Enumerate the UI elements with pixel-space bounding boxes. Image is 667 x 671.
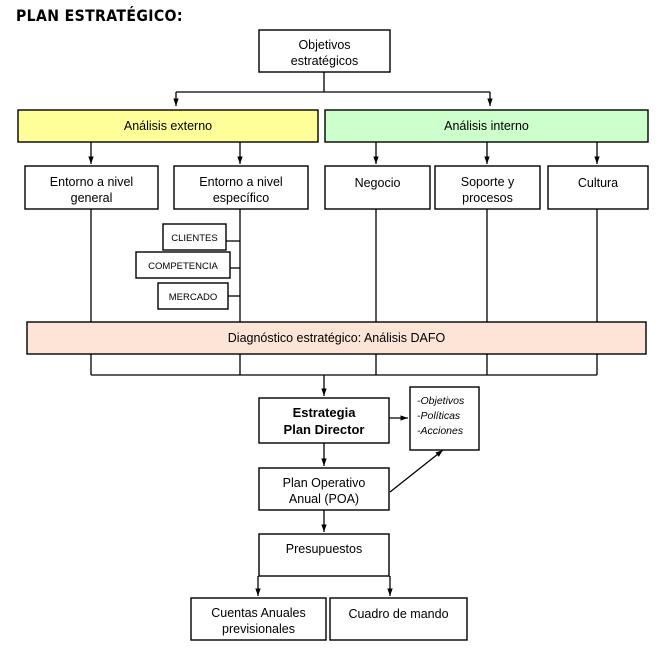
node-estrategia-plan-director[interactable]: Estrategia Plan Director [258,397,390,444]
node-label: Análisis externo [124,119,212,133]
connector-dafo-bottom-bus [90,354,598,376]
node-diagnostico-dafo[interactable]: Diagnóstico estratégico: Análisis DAFO [26,321,647,355]
node-label-line2: Plan Director [284,422,365,437]
node-analisis-externo[interactable]: Análisis externo [17,109,319,143]
node-negocio[interactable]: Negocio [324,165,431,210]
node-analisis-interno[interactable]: Análisis interno [324,109,649,143]
node-label-line1: Plan Operativo [283,476,366,490]
node-entorno-nivel-especifico[interactable]: Entorno a nivel específico [173,165,309,210]
node-label-line1: Entorno a nivel [199,175,282,189]
connector-objetivos-bus [176,72,490,93]
node-label-line1: Estrategia [293,405,357,420]
node-label-line1: Entorno a nivel [50,175,133,189]
node-clientes[interactable]: CLIENTES [162,223,227,251]
node-label-line2: estratégicos [291,54,358,68]
node-cuentas-anuales-previsionales[interactable]: Cuentas Anuales previsionales [190,597,327,641]
node-presupuestos[interactable]: Presupuestos [258,533,390,577]
node-plan-operativo-anual[interactable]: Plan Operativo Anual (POA) [258,467,390,511]
node-label: Negocio [355,176,401,190]
node-soporte-y-procesos[interactable]: Soporte y procesos [434,165,541,210]
node-label-line1: Soporte y [461,175,515,189]
node-objetivos-estrategicos[interactable]: Objetivos estratégicos [258,29,391,73]
node-label-line1: Objetivos [298,38,350,52]
node-label: COMPETENCIA [148,261,218,272]
node-label: Cultura [578,176,618,190]
connector-poa-to-objetivos-politicas-acciones [389,449,444,493]
node-label: CLIENTES [171,233,217,244]
node-label-line2: -Políticas [417,410,461,422]
node-label-line2: específico [213,191,269,205]
node-entorno-nivel-general[interactable]: Entorno a nivel general [24,165,159,210]
node-mercado[interactable]: MERCADO [157,282,229,310]
node-label-line1: -Objetivos [417,395,465,407]
node-label-line2: general [71,191,113,205]
node-label: Presupuestos [286,542,362,556]
node-cuadro-de-mando[interactable]: Cuadro de mando [329,597,468,641]
node-competencia[interactable]: COMPETENCIA [135,251,231,279]
node-label-line2: Anual (POA) [289,492,359,506]
node-label-line3: -Acciones [417,425,464,437]
page-title: PLAN ESTRATÉGICO: [16,6,183,25]
node-label-line1: Cuentas Anuales [211,606,306,620]
connector-group [88,72,600,597]
node-label: Diagnóstico estratégico: Análisis DAFO [228,331,446,345]
node-objetivos-politicas-acciones[interactable]: -Objetivos -Políticas -Acciones [409,386,480,451]
node-cultura[interactable]: Cultura [547,165,649,210]
node-label-line2: previsionales [222,622,295,636]
node-label: MERCADO [169,292,218,303]
node-label-line2: procesos [462,191,513,205]
node-label: Cuadro de mando [348,607,448,621]
node-label: Análisis interno [444,119,529,133]
